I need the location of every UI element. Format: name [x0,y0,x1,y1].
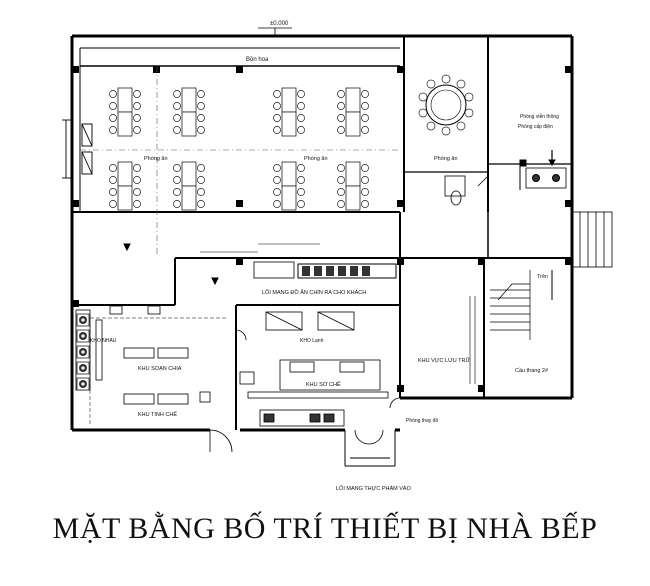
elevation-marker: ±0.000 [258,21,292,36]
prep-area-label: KHU SOẠN CHIA [138,366,182,372]
utility-rooms [488,150,572,190]
serving-counter-equipment [253,261,397,279]
serving-exit-label: LỐI MANG ĐỒ ĂN CHÍN RA CHO KHÁCH [262,289,366,296]
stair-2 [490,270,553,340]
cold-storage [265,311,355,331]
kitchen-walls [72,258,400,430]
fine-prep-label: KHU TINH CHẾ [138,411,177,418]
facade-windows [62,119,93,179]
dining-room-center-label: Phòng ăn [304,156,328,162]
storage-area [469,258,485,398]
power-room-label: Phòng cấp điện [518,124,553,130]
telecom-room-label: Phòng viễn thông [520,113,559,120]
cooking-line [75,309,103,391]
rough-prep-label: KHU SƠ CHẾ [306,381,341,388]
private-restroom [444,175,489,206]
sinks-row [259,409,345,427]
stair-2-label: Cầu thang 2# [515,368,549,374]
doors [209,329,401,453]
food-entry-ramp [344,430,396,467]
private-dining-room [403,36,489,212]
page-title: MẶT BẰNG BỐ TRÍ THIẾT BỊ NHÀ BẾP [52,512,598,545]
kho-nhau-label: KHO NHAU [90,338,117,344]
rough-prep-tables [239,359,389,399]
food-entry-label: LỐI MANG THỰC PHẨM VÀO [336,485,412,492]
kitchen-floor-plan: ±0.000 Bồn hoa Phòng ăn Ph [62,21,613,492]
changing-room-label: Phòng thay đồ [406,418,438,424]
exterior-steps [571,211,613,268]
prep-tables [109,305,211,405]
dining-tables [109,87,370,211]
round-table-chairs [418,74,474,136]
dining-room-left-label: Phòng ăn [144,156,168,162]
kho-lanh-label: KHO Lạnh [300,338,324,344]
stair-up-label: Trên [537,274,548,280]
elevation-label: ±0.000 [270,21,289,27]
storage-area-label: KHU VỰC LƯU TRỮ [418,357,470,364]
flower-bed-label: Bồn hoa [246,57,269,63]
dining-room-private-label: Phòng ăn [434,156,458,162]
